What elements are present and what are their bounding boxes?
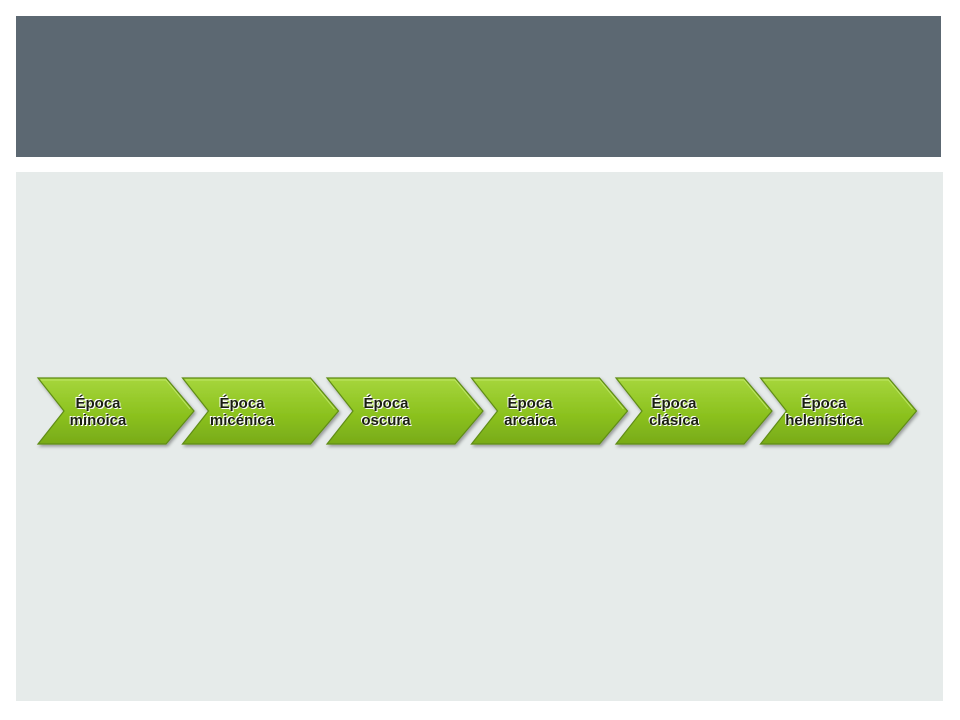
chevron-shape [470,377,629,445]
chevron-highlight [474,379,624,410]
chevron-highlight [185,379,335,410]
chevron-highlight [619,379,769,410]
title-band [16,16,941,157]
timeline-chevron-process: Época minoica Época micénica Época oscur… [24,370,934,460]
chevron-shape [325,377,484,445]
chevron-shape [759,377,918,445]
chevron-shapes [36,377,918,445]
chevron-shape [614,377,773,445]
chevron-highlight [41,379,191,410]
chevron-highlight [330,379,480,410]
chevron-highlight [763,379,913,410]
chevron-shape [181,377,340,445]
chevron-shape [36,377,195,445]
